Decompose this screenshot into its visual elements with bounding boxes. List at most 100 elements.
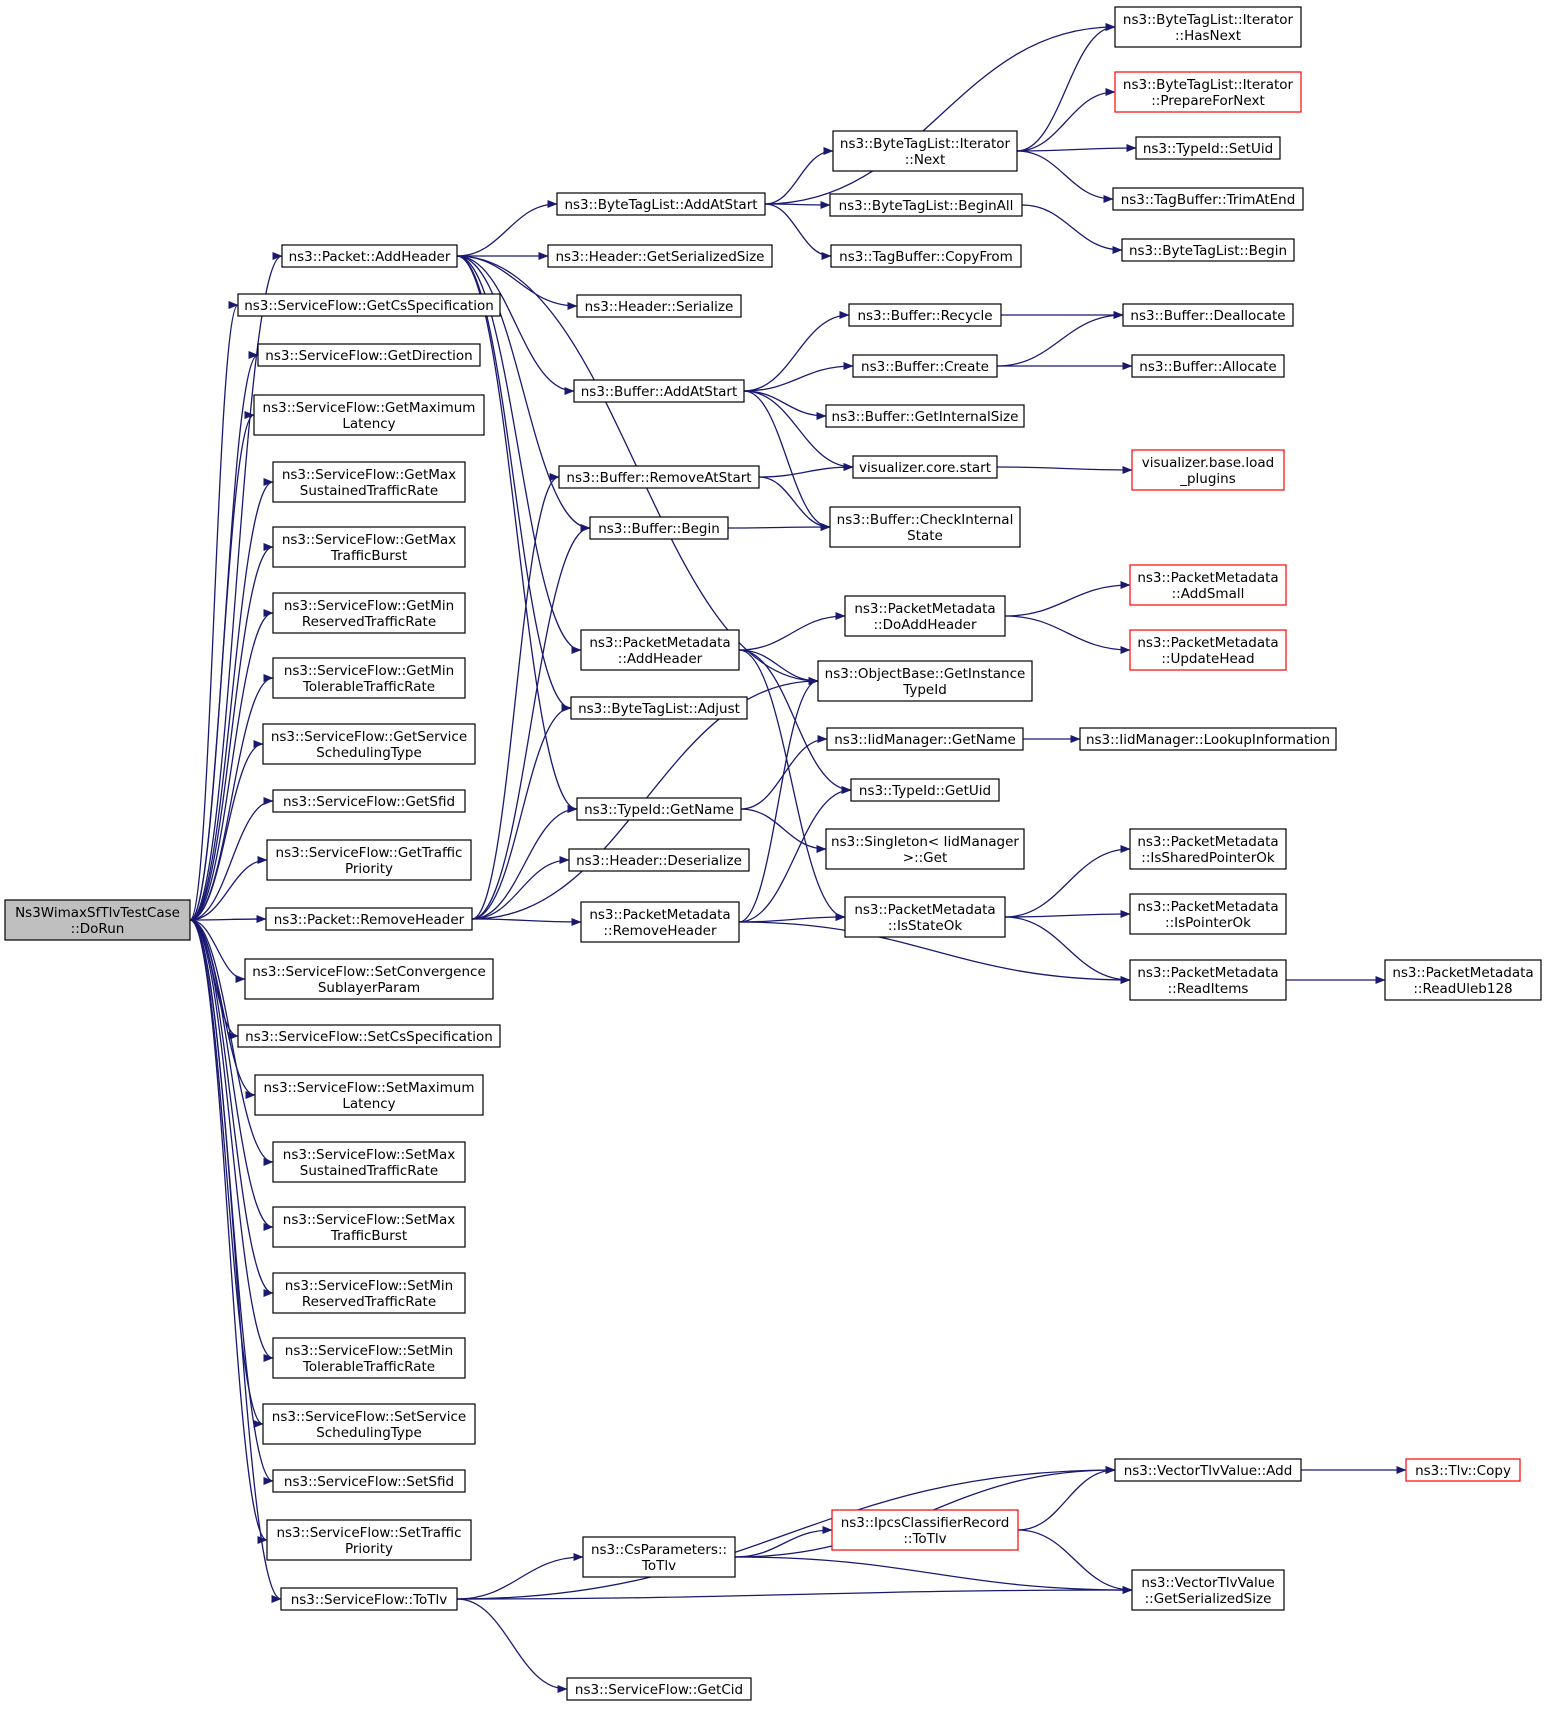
node-box bbox=[580, 901, 740, 943]
node-buf-deallocate[interactable]: ns3::Buffer::Deallocate bbox=[1122, 303, 1294, 327]
node-label-line: ns3::Packet::AddHeader bbox=[289, 249, 451, 265]
node-label-line: Priority bbox=[345, 1541, 393, 1557]
call-edge-cs_totlv-to-vtv_getsersize bbox=[734, 1556, 1133, 1594]
node-sf-setcsspec[interactable]: ns3::ServiceFlow::SetCsSpecification bbox=[237, 1024, 501, 1048]
node-label-line: ns3::ByteTagList::Begin bbox=[1129, 243, 1287, 259]
node-label-line: Ns3WimaxSfTlvTestCase bbox=[15, 905, 180, 921]
node-label-line: ::IsSharedPointerOk bbox=[1141, 850, 1275, 866]
node-box bbox=[237, 293, 501, 317]
node-label-line: ns3::ServiceFlow::SetMax bbox=[283, 1147, 455, 1163]
node-hdr-serialize[interactable]: ns3::Header::Serialize bbox=[576, 294, 742, 318]
call-edge-pkt_removeheader-to-hdr_deserialize bbox=[471, 856, 570, 920]
node-label-line: ns3::PacketMetadata bbox=[1137, 965, 1278, 981]
node-buf-addatstart[interactable]: ns3::Buffer::AddAtStart bbox=[573, 379, 745, 403]
node-btli-preparefornext[interactable]: ns3::ByteTagList::Iterator::PrepareForNe… bbox=[1114, 71, 1302, 113]
node-singleton-get[interactable]: ns3::Singleton< IidManager>::Get bbox=[825, 828, 1025, 870]
node-pm-readuleb128[interactable]: ns3::PacketMetadata::ReadUleb128 bbox=[1384, 959, 1542, 1001]
node-label-line: SchedulingType bbox=[316, 1425, 422, 1441]
node-sf-getminreserved[interactable]: ns3::ServiceFlow::GetMinReservedTrafficR… bbox=[272, 592, 466, 634]
node-pm-updatehead[interactable]: ns3::PacketMetadata::UpdateHead bbox=[1129, 629, 1287, 671]
node-pm-removeheader[interactable]: ns3::PacketMetadata::RemoveHeader bbox=[580, 901, 740, 943]
node-box bbox=[570, 696, 748, 720]
node-btli-next[interactable]: ns3::ByteTagList::Iterator::Next bbox=[832, 130, 1018, 172]
node-sf-getmintolerable[interactable]: ns3::ServiceFlow::GetMinTolerableTraffic… bbox=[272, 657, 466, 699]
node-buf-getinternalsize[interactable]: ns3::Buffer::GetInternalSize bbox=[825, 404, 1025, 428]
node-sf-setconvergence[interactable]: ns3::ServiceFlow::SetConvergenceSublayer… bbox=[244, 958, 494, 1000]
node-pm-addsmall[interactable]: ns3::PacketMetadata::AddSmall bbox=[1129, 564, 1287, 606]
node-btl-begin[interactable]: ns3::ByteTagList::Begin bbox=[1121, 238, 1295, 262]
node-sf-setsfid[interactable]: ns3::ServiceFlow::SetSfid bbox=[272, 1469, 466, 1493]
node-box bbox=[265, 907, 473, 931]
node-sf-getservicesched[interactable]: ns3::ServiceFlow::GetServiceSchedulingTy… bbox=[262, 723, 476, 765]
node-typeid-getuid[interactable]: ns3::TypeId::GetUid bbox=[850, 778, 1000, 802]
node-box bbox=[262, 1403, 476, 1445]
node-pm-isstateok[interactable]: ns3::PacketMetadata::IsStateOk bbox=[844, 896, 1006, 938]
node-hdr-getsersize[interactable]: ns3::Header::GetSerializedSize bbox=[547, 244, 773, 268]
node-sf-getmaxsustained[interactable]: ns3::ServiceFlow::GetMaxSustainedTraffic… bbox=[272, 461, 466, 503]
node-iid-getname[interactable]: ns3::IidManager::GetName bbox=[826, 727, 1024, 751]
node-vis-base-load[interactable]: visualizer.base.load_plugins bbox=[1131, 449, 1285, 491]
node-btli-hasnext[interactable]: ns3::ByteTagList::Iterator::HasNext bbox=[1114, 6, 1302, 48]
node-tlv-copy[interactable]: ns3::Tlv::Copy bbox=[1405, 1458, 1521, 1482]
node-vtv-add[interactable]: ns3::VectorTlvValue::Add bbox=[1114, 1458, 1302, 1482]
node-box bbox=[272, 1272, 466, 1314]
node-layer: Ns3WimaxSfTlvTestCase::DoRun ns3::Packet:… bbox=[4, 6, 1542, 1701]
node-box bbox=[582, 1536, 736, 1578]
node-box bbox=[266, 839, 472, 881]
node-ipcs-totlv[interactable]: ns3::IpcsClassifierRecord::ToTlv bbox=[831, 1509, 1019, 1551]
node-sf-setservicesched[interactable]: ns3::ServiceFlow::SetServiceSchedulingTy… bbox=[262, 1403, 476, 1445]
node-buf-begin[interactable]: ns3::Buffer::Begin bbox=[589, 516, 729, 540]
node-tb-trimatend[interactable]: ns3::TagBuffer::TrimAtEnd bbox=[1112, 187, 1304, 211]
node-sf-setminreserved[interactable]: ns3::ServiceFlow::SetMinReservedTrafficR… bbox=[272, 1272, 466, 1314]
node-hdr-deserialize[interactable]: ns3::Header::Deserialize bbox=[568, 848, 750, 872]
call-edge-buf_removeatstart-to-vis_core_start bbox=[758, 463, 854, 478]
node-cs-totlv[interactable]: ns3::CsParameters::ToTlv bbox=[582, 1536, 736, 1578]
node-pm-doaddheader[interactable]: ns3::PacketMetadata::DoAddHeader bbox=[844, 595, 1006, 637]
node-pm-addheader[interactable]: ns3::PacketMetadata::AddHeader bbox=[580, 629, 740, 671]
node-btl-addatstart[interactable]: ns3::ByteTagList::AddAtStart bbox=[556, 192, 766, 216]
node-root[interactable]: Ns3WimaxSfTlvTestCase::DoRun bbox=[4, 899, 191, 941]
node-label-line: ns3::ByteTagList::Adjust bbox=[578, 701, 740, 717]
call-edge-root-to-sf_setmaxlatency bbox=[189, 919, 256, 1099]
node-label-line: ::AddSmall bbox=[1172, 586, 1245, 602]
node-buf-create[interactable]: ns3::Buffer::Create bbox=[852, 354, 998, 378]
node-btl-beginall[interactable]: ns3::ByteTagList::BeginAll bbox=[829, 193, 1023, 217]
node-sf-getcid[interactable]: ns3::ServiceFlow::GetCid bbox=[566, 1677, 752, 1701]
node-tb-copyfrom[interactable]: ns3::TagBuffer::CopyFrom bbox=[830, 244, 1022, 268]
node-pkt-removeheader[interactable]: ns3::Packet::RemoveHeader bbox=[265, 907, 473, 931]
node-sf-getdirection[interactable]: ns3::ServiceFlow::GetDirection bbox=[257, 343, 481, 367]
node-pm-issharedptrok[interactable]: ns3::PacketMetadata::IsSharedPointerOk bbox=[1129, 828, 1287, 870]
node-box bbox=[850, 778, 1000, 802]
call-edge-buf_begin-to-buf_checkinternal bbox=[727, 523, 831, 532]
node-buf-allocate[interactable]: ns3::Buffer::Allocate bbox=[1131, 354, 1285, 378]
node-label-line: _plugins bbox=[1179, 471, 1236, 487]
node-vtv-getsersize[interactable]: ns3::VectorTlvValue::GetSerializedSize bbox=[1131, 1569, 1285, 1611]
node-pkt-addheader[interactable]: ns3::Packet::AddHeader bbox=[281, 244, 458, 268]
node-pm-ispointerok[interactable]: ns3::PacketMetadata::IsPointerOk bbox=[1129, 893, 1287, 935]
node-typeid-getname[interactable]: ns3::TypeId::GetName bbox=[576, 797, 742, 821]
node-sf-setmaxsustained[interactable]: ns3::ServiceFlow::SetMaxSustainedTraffic… bbox=[272, 1141, 466, 1183]
node-pm-readitems[interactable]: ns3::PacketMetadata::ReadItems bbox=[1129, 959, 1287, 1001]
node-sf-totlv[interactable]: ns3::ServiceFlow::ToTlv bbox=[280, 1587, 458, 1611]
node-vis-core-start[interactable]: visualizer.core.start bbox=[852, 455, 998, 479]
node-label-line: ns3::VectorTlvValue::Add bbox=[1124, 1463, 1293, 1479]
node-sf-getcsspec[interactable]: ns3::ServiceFlow::GetCsSpecification bbox=[237, 293, 501, 317]
node-btl-adjust[interactable]: ns3::ByteTagList::Adjust bbox=[570, 696, 748, 720]
node-iid-lookupinfo[interactable]: ns3::IidManager::LookupInformation bbox=[1079, 727, 1337, 751]
node-box bbox=[254, 1074, 484, 1116]
node-label-line: SchedulingType bbox=[316, 745, 422, 761]
call-edge-pkt_addheader-to-buf_begin bbox=[456, 255, 591, 532]
node-sf-setmintolerable[interactable]: ns3::ServiceFlow::SetMinTolerableTraffic… bbox=[272, 1337, 466, 1379]
node-typeid-setuid[interactable]: ns3::TypeId::SetUid bbox=[1135, 136, 1281, 160]
node-buf-recycle[interactable]: ns3::Buffer::Recycle bbox=[848, 303, 1002, 327]
node-buf-removeatstart[interactable]: ns3::Buffer::RemoveAtStart bbox=[558, 465, 760, 489]
node-sf-getsfid[interactable]: ns3::ServiceFlow::GetSfid bbox=[272, 789, 466, 813]
